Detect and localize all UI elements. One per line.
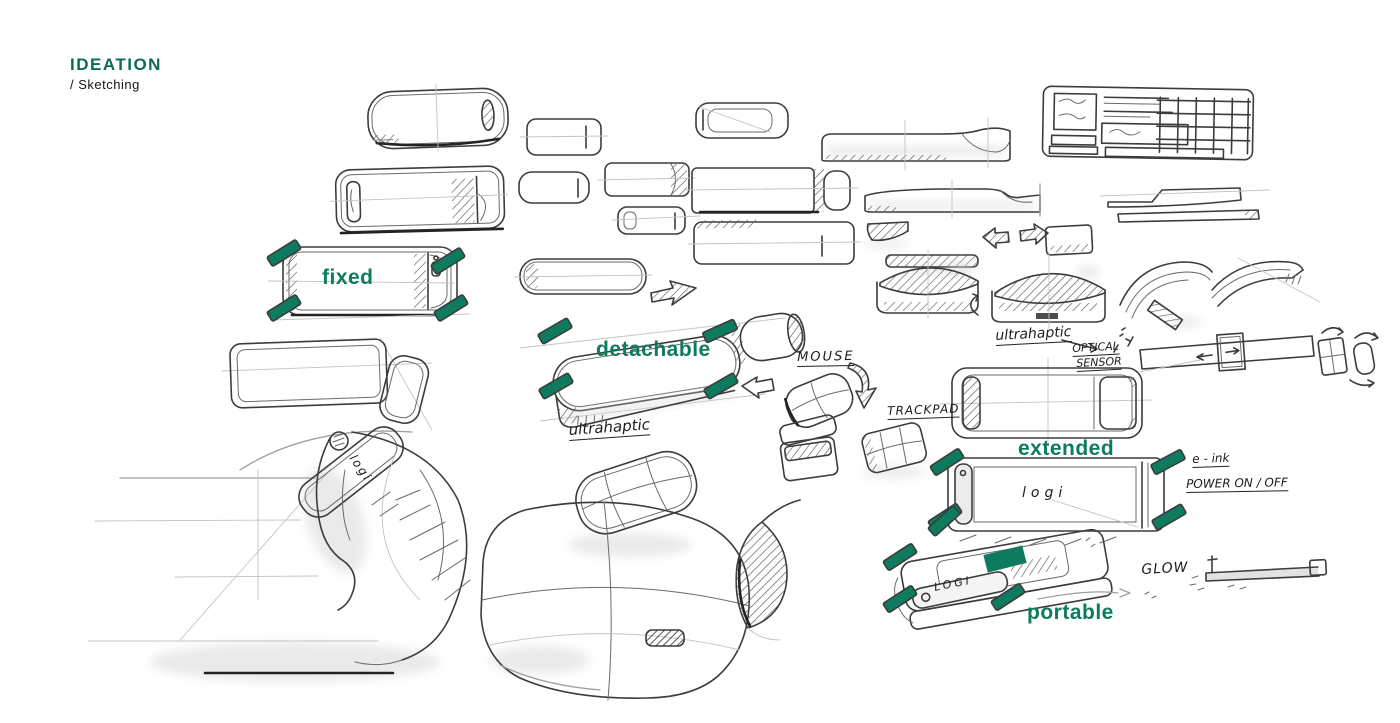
sketch-cylinder-hatched — [597, 162, 696, 197]
page-title: IDEATION — [70, 55, 162, 74]
annotation-glow: GLOW — [1141, 559, 1189, 578]
annotation-power-on-off: POWER ON / OFF — [1186, 475, 1288, 493]
sketch-dome-1 — [876, 249, 979, 319]
sketch-small-box-1 — [519, 118, 609, 156]
sketch-extended-front-view — [947, 457, 1165, 546]
sketch-small-box-hatched — [1044, 224, 1094, 256]
logi-display-text: logi — [1022, 485, 1068, 501]
sketch-trackpad-mini — [861, 422, 928, 478]
page-subtitle: / Sketching — [70, 77, 140, 92]
arrow-to-optical-sensor — [1061, 339, 1098, 353]
sketch-thumb-grip — [735, 499, 801, 641]
sketch-stepped-profiles — [1099, 187, 1271, 223]
sketch-scoop-bar-1 — [821, 117, 1011, 171]
sketch-curved-shell-1 — [1113, 261, 1213, 353]
sketch-small-capsule-1 — [518, 171, 590, 204]
sketch-small-capsule-2 — [611, 206, 701, 235]
sketch-curved-shell-2 — [1211, 257, 1321, 307]
sketch-capsule-large — [367, 83, 509, 152]
label-portable: portable — [1027, 601, 1114, 624]
swap-arrows — [982, 223, 1049, 249]
annotation-mouse: MOUSE — [797, 348, 855, 367]
sketch-detachable-concept — [519, 312, 806, 428]
annotation-sensor: SENSOR — [1076, 354, 1123, 372]
sketch-corner-piece — [862, 221, 910, 248]
sketch-frame-with-cap — [221, 337, 433, 431]
label-extended: extended — [1018, 437, 1115, 460]
sketch-portable-concept — [894, 528, 1157, 630]
sketch-bar-with-joint — [685, 167, 859, 214]
sketch-dome-ultrahaptic — [969, 251, 1106, 329]
sketch-box-with-lid — [779, 414, 839, 482]
sketch-glow-bar — [1189, 555, 1328, 591]
sketch-flat-capsule-top — [695, 102, 789, 139]
label-detachable: detachable — [596, 338, 711, 361]
sketch-mouse-closeup — [87, 426, 471, 682]
sketch-rounded-box-large — [329, 165, 509, 235]
annotation-e-ink: e - ink — [1192, 450, 1230, 468]
sketch-fixed-concept — [267, 246, 471, 321]
sketch-slider-modules — [1139, 326, 1379, 388]
sketch-scoop-bar-2 — [864, 179, 1041, 219]
sketch-mouse-with-module — [480, 450, 751, 701]
sketch-bar-with-arrow — [513, 258, 697, 306]
sketch-extended-top-view — [939, 357, 1201, 447]
sketch-wide-low-box — [687, 219, 861, 265]
annotation-trackpad: TRACKPAD — [887, 401, 960, 420]
sketch-control-panel-grid — [1041, 85, 1255, 161]
portable-green-patch — [983, 545, 1027, 573]
sketch-mouse-mini — [784, 362, 877, 429]
label-fixed: fixed — [322, 266, 374, 289]
